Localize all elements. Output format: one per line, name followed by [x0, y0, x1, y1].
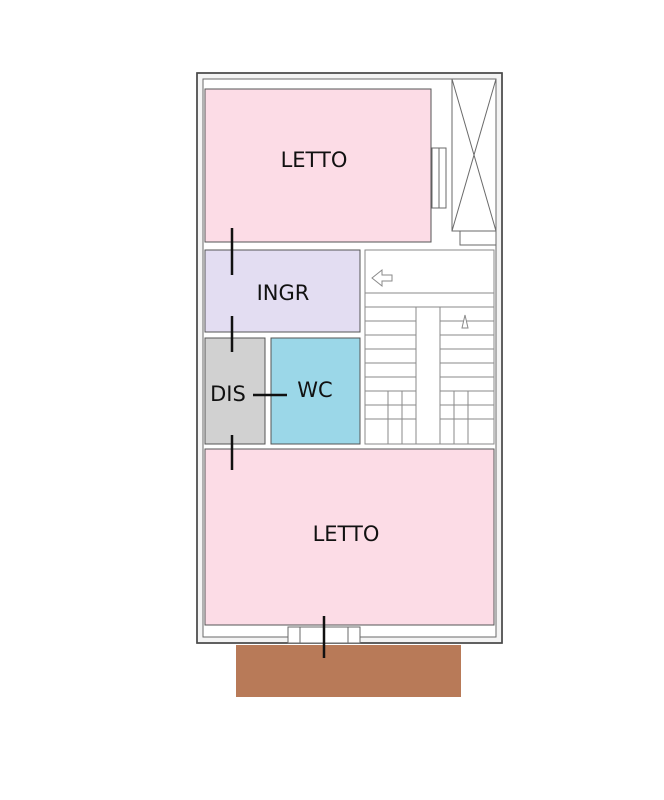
shaft-cross-2	[451, 78, 497, 232]
label-bedroom-bottom: LETTO	[313, 522, 380, 546]
shaft	[451, 78, 497, 246]
room-hallway	[204, 337, 266, 445]
stair-direction-arrow-icon	[371, 268, 393, 288]
label-bedroom-top: LETTO	[281, 148, 348, 172]
balcony	[236, 645, 461, 697]
staircase	[364, 249, 495, 445]
room-bathroom	[270, 337, 361, 445]
stair-treads-left	[365, 306, 416, 420]
room-bedroom-bottom	[204, 448, 495, 626]
stair-core	[415, 306, 441, 445]
label-entrance: INGR	[257, 281, 310, 305]
window-top-bedroom	[431, 147, 447, 209]
label-bathroom: WC	[297, 378, 332, 402]
stair-up-arrow-icon	[461, 314, 469, 329]
shaft-base	[459, 230, 497, 246]
label-hallway: DIS	[210, 382, 246, 406]
stair-treads-right	[440, 306, 494, 420]
room-bedroom-top	[204, 88, 432, 243]
stair-bottom-treads	[387, 391, 469, 444]
door-markers	[230, 228, 326, 658]
